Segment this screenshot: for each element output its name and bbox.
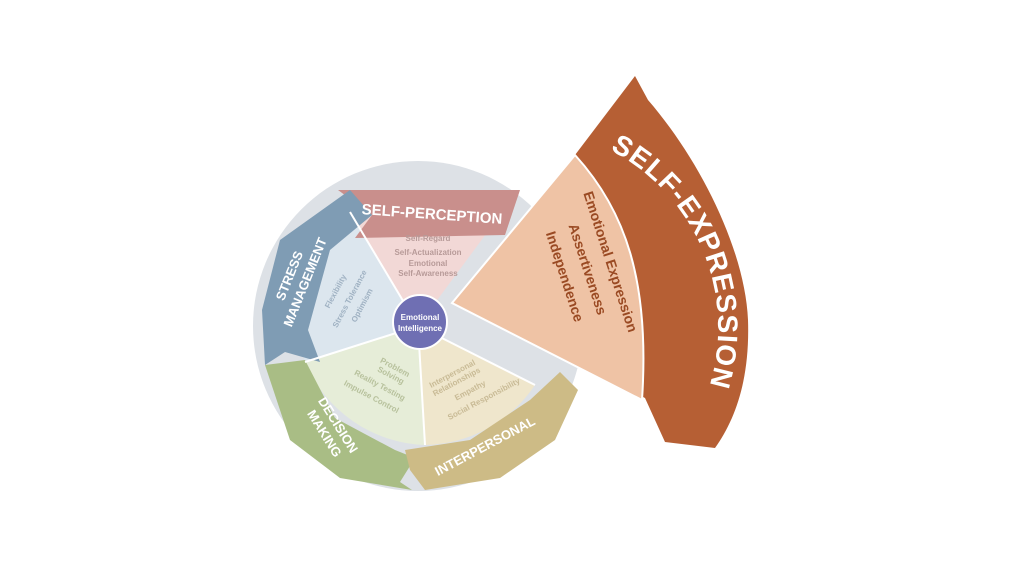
subscale-self-regard: Self-Regard: [406, 234, 451, 243]
decision-making-band: [265, 360, 415, 490]
self-expression-inner: [450, 153, 645, 402]
subscale-emotional: Emotional: [409, 259, 448, 268]
subscale-self-awareness: Self-Awareness: [398, 269, 458, 278]
decision-making-inner: [305, 326, 425, 445]
interpersonal-inner: [418, 326, 535, 445]
center-label-line1: Emotional: [401, 313, 440, 322]
center-circle: [392, 294, 448, 350]
center-label-line2: Intelligence: [398, 324, 443, 333]
self-expression-wedge: [450, 76, 749, 448]
self-perception-band: [338, 190, 520, 238]
interpersonal-band: [405, 372, 578, 490]
composite-bands: [262, 190, 578, 490]
subscale-self-actualization: Self-Actualization: [394, 248, 461, 257]
stress-management-band: [262, 190, 372, 365]
self-perception-subscales: Self-Regard Self-Actualization Emotional…: [394, 234, 461, 278]
